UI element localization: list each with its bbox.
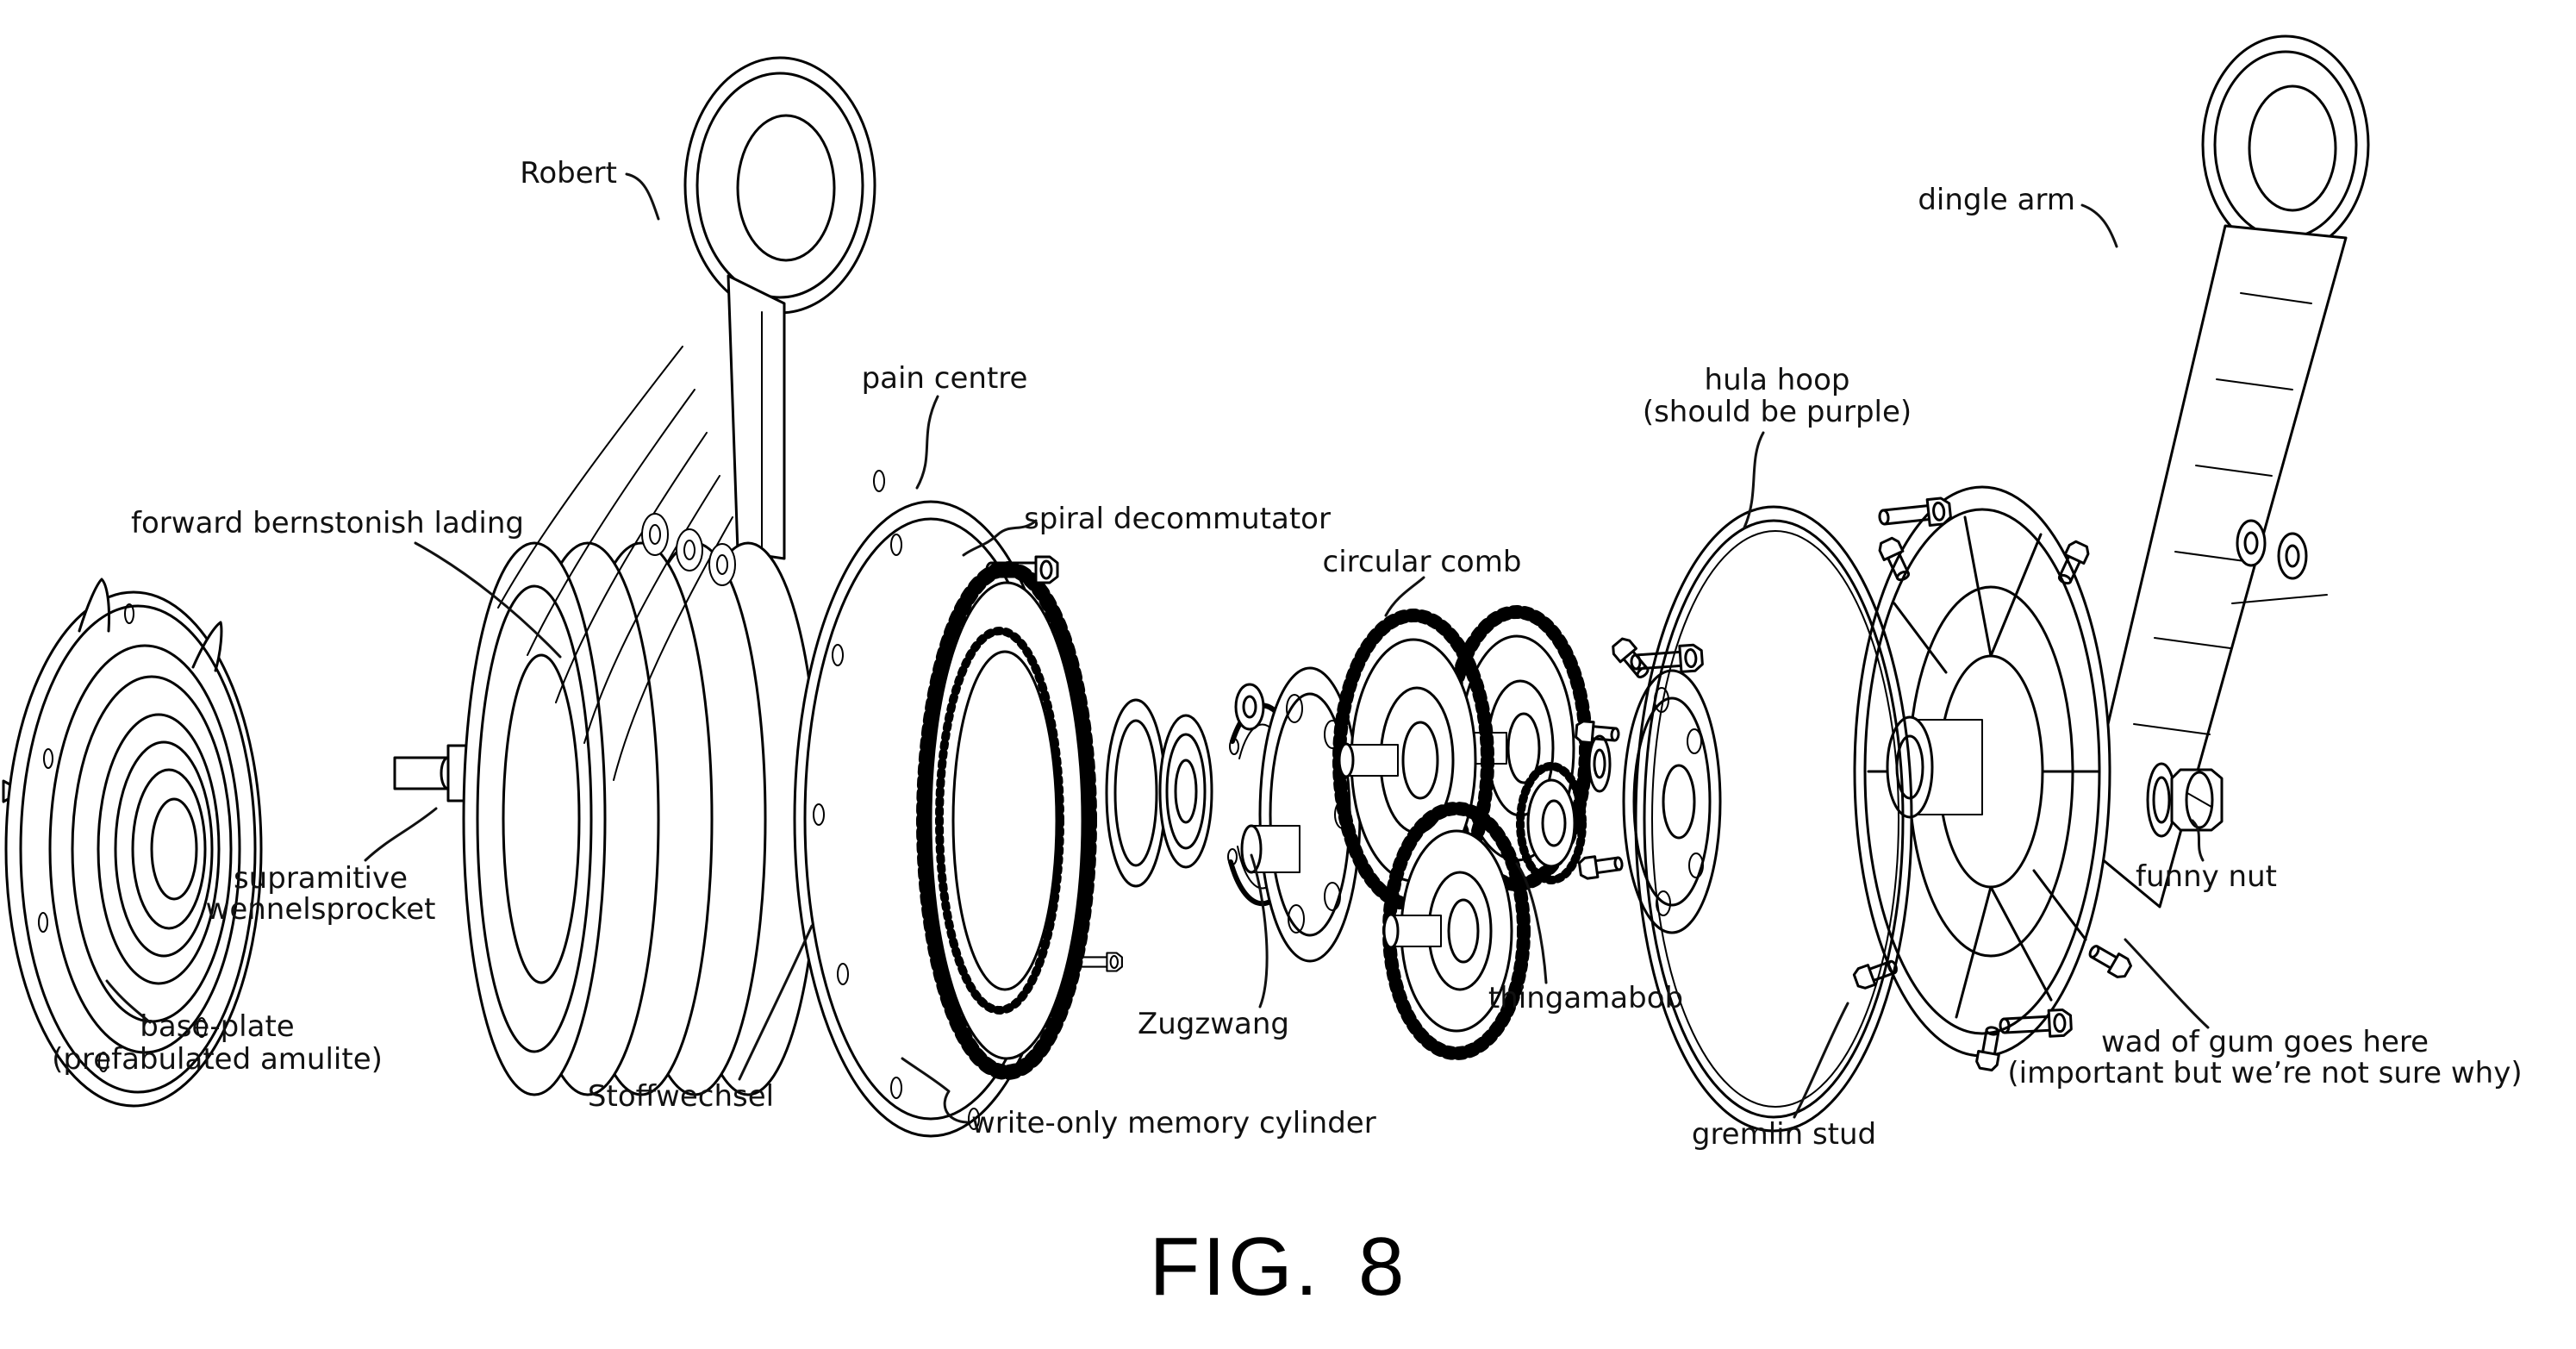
leader-gremlin-stud	[1793, 1002, 1849, 1119]
robert-bracket-drawing	[683, 56, 876, 560]
label-funny-nut: funny nut	[2136, 859, 2277, 894]
robert-fingers-drawing	[497, 346, 736, 781]
label-base-plate-line2: (prefabulated amulite)	[52, 1042, 383, 1077]
label-supramitive-line1: supramitive	[234, 861, 408, 896]
washer-pair-drawing	[1587, 734, 1612, 793]
label-dingle-arm: dingle arm	[1918, 183, 2075, 217]
label-pain-centre: pain centre	[862, 361, 1028, 396]
bottom-gear-drawing	[1382, 802, 1531, 1060]
leader-circular-comb	[1384, 576, 1425, 617]
leader-spiral-decommutator	[962, 519, 1038, 557]
leader-lading	[414, 541, 562, 659]
leader-stoffwechsel	[738, 924, 814, 1081]
figure-caption: FIG. 8	[1150, 1221, 1407, 1313]
leader-funny-nut	[2191, 819, 2205, 862]
leader-supramitive	[364, 807, 438, 862]
label-base-plate-line1: base-plate	[140, 1009, 294, 1044]
spiral-decommutator-ring-gear-drawing	[916, 561, 1097, 1080]
labels: Robert dingle arm pain centre hula hoop …	[52, 156, 2523, 1313]
label-forward-bernstonish-lading: forward bernstonish lading	[131, 506, 524, 540]
dingle-arm-drawing	[2079, 34, 2370, 909]
label-hula-hoop-line1: hula hoop	[1705, 363, 1850, 397]
label-supramitive-line2: wennelsprocket	[206, 892, 436, 927]
base-plate-drawing	[4, 578, 263, 1108]
leader-write-only	[901, 1057, 969, 1124]
label-thingamabob: thingamabob	[1488, 981, 1683, 1015]
label-gremlin-stud: gremlin stud	[1692, 1117, 1876, 1152]
leader-zugzwang	[1250, 853, 1269, 1009]
label-wad-of-gum-line1: wad of gum goes here	[2101, 1025, 2429, 1059]
label-wad-of-gum-line2: (important but we’re not sure why)	[2007, 1056, 2522, 1090]
leader-base-plate	[105, 979, 152, 1024]
leader-robert	[625, 172, 660, 221]
middle-parts-drawing	[1105, 683, 1304, 907]
leader-hula-hoop	[1743, 431, 1765, 529]
label-circular-comb: circular comb	[1323, 545, 1522, 579]
leader-wad-of-gum	[2124, 938, 2210, 1029]
circular-comb-gear-1-drawing	[1332, 609, 1494, 912]
label-spiral-decommutator: spiral decommutator	[1024, 502, 1331, 536]
label-stoffwechsel: Stoffwechsel	[588, 1079, 774, 1114]
label-write-only-memory-cylinder: write-only memory cylinder	[971, 1106, 1376, 1140]
leader-thingamabob	[1515, 862, 1548, 984]
thingamabob-pinion-drawing	[1516, 762, 1587, 884]
hula-hoop-drawing	[1634, 505, 1913, 1133]
leader-pain-centre	[915, 395, 939, 490]
label-robert: Robert	[520, 156, 617, 190]
label-zugzwang: Zugzwang	[1138, 1007, 1289, 1041]
leader-lines	[105, 172, 2210, 1124]
drum-stack-drawing	[462, 541, 820, 1096]
hub-bracket-drawing	[1851, 485, 2135, 1072]
leader-dingle-arm	[2080, 203, 2118, 248]
label-hula-hoop-line2: (should be purple)	[1643, 395, 1912, 429]
funny-nut-drawing	[2146, 762, 2224, 838]
